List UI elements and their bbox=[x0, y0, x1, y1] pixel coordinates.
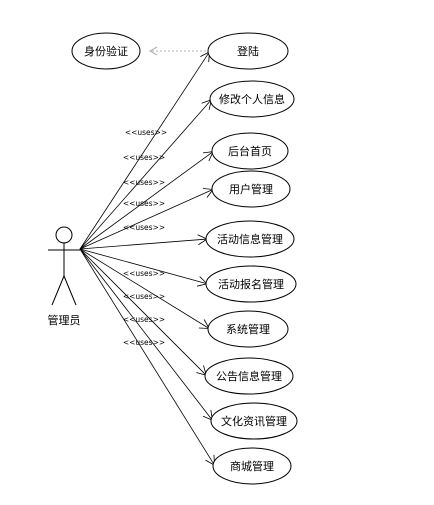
use-case-activity-signup: 活动报名管理 bbox=[205, 265, 297, 303]
use-case-label: 公告信息管理 bbox=[216, 369, 282, 383]
use-case-label: 修改个人信息 bbox=[219, 92, 285, 106]
use-case-label: 系统管理 bbox=[226, 322, 270, 336]
association-line bbox=[79, 51, 210, 250]
use-case-ellipse bbox=[205, 220, 295, 258]
identity-use-case: 身份验证 bbox=[71, 32, 141, 70]
use-case-login: 登陆 bbox=[207, 32, 289, 70]
actor-label: 管理员 bbox=[48, 313, 81, 327]
association-line bbox=[79, 151, 214, 250]
association-line bbox=[79, 99, 212, 250]
use-case-mall: 商城管理 bbox=[212, 447, 292, 485]
use-case-label: 商城管理 bbox=[230, 459, 274, 473]
stereotype-label: <<uses>> bbox=[123, 315, 165, 324]
association-line bbox=[79, 248, 208, 285]
use-case-label: 登陆 bbox=[237, 44, 259, 58]
use-case-label: 后台首页 bbox=[228, 144, 272, 158]
identity-use-case-label: 身份验证 bbox=[84, 44, 128, 58]
actor-admin: 管理员 bbox=[48, 226, 81, 327]
use-case-label: 文化资讯管理 bbox=[221, 414, 287, 428]
use-case-ellipse bbox=[207, 32, 289, 70]
use-case-label: 用户管理 bbox=[229, 182, 273, 196]
use-case-ellipse bbox=[212, 447, 292, 485]
actor-head bbox=[55, 226, 73, 244]
stereotype-label: <<uses>> bbox=[123, 153, 165, 162]
include-dependency bbox=[149, 46, 210, 56]
use-case-ellipse bbox=[209, 80, 295, 118]
association-line bbox=[79, 248, 215, 466]
associations bbox=[79, 51, 215, 466]
association-mall bbox=[79, 248, 215, 466]
use-case-ellipse bbox=[204, 357, 294, 395]
use-case-users: 用户管理 bbox=[211, 170, 291, 208]
association-line bbox=[79, 189, 214, 250]
use-case-ellipse bbox=[207, 310, 289, 348]
use-case-backend-home: 后台首页 bbox=[211, 132, 289, 170]
use-case-ellipse bbox=[211, 132, 289, 170]
association-line bbox=[79, 248, 207, 376]
use-case-label: 活动信息管理 bbox=[217, 232, 283, 246]
stereotype-label: <<uses>> bbox=[123, 223, 165, 232]
association-activity-info bbox=[79, 234, 208, 250]
use-case-ellipse bbox=[211, 170, 291, 208]
stereotype-label: <<uses>> bbox=[123, 338, 165, 347]
stereotype-label: <<uses>> bbox=[125, 128, 167, 137]
use-case-culture-news: 文化资讯管理 bbox=[210, 402, 298, 440]
stereotype-label: <<uses>> bbox=[123, 292, 165, 301]
association-line bbox=[79, 238, 208, 250]
use-case-label: 活动报名管理 bbox=[218, 277, 284, 291]
use-cases: 登陆修改个人信息后台首页用户管理活动信息管理活动报名管理系统管理公告信息管理文化… bbox=[204, 32, 298, 485]
use-case-notice: 公告信息管理 bbox=[204, 357, 294, 395]
association-line bbox=[79, 248, 210, 329]
use-case-ellipse bbox=[210, 402, 298, 440]
association-login bbox=[79, 51, 210, 250]
use-case-system: 系统管理 bbox=[207, 310, 289, 348]
use-case-activity-info: 活动信息管理 bbox=[205, 220, 295, 258]
stereotype-labels: <<uses>> <<uses>> <<uses>> <<uses>> <<uses>>… bbox=[123, 128, 167, 347]
use-case-profile: 修改个人信息 bbox=[209, 80, 295, 118]
stereotype-label: <<uses>> bbox=[123, 199, 165, 208]
use-case-ellipse bbox=[205, 265, 297, 303]
association-notice bbox=[79, 248, 207, 376]
stereotype-label: <<uses>> bbox=[123, 178, 165, 187]
stereotype-label: <<uses>> bbox=[123, 269, 165, 278]
association-line bbox=[79, 248, 213, 421]
